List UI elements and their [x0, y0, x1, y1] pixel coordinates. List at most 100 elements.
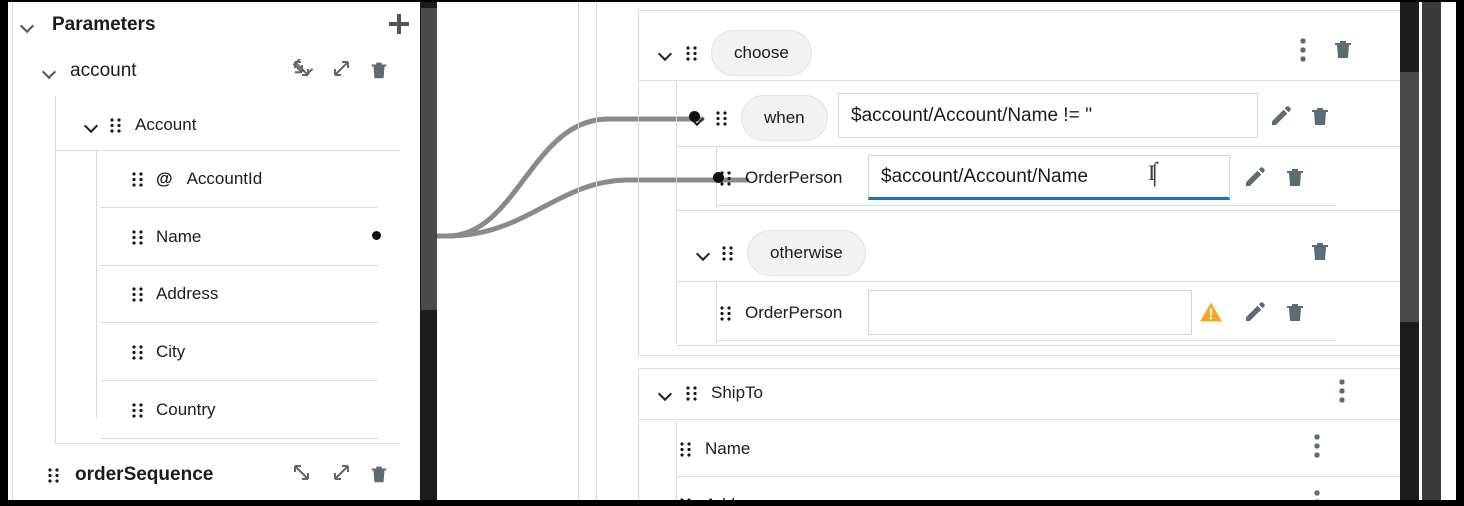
- add-parameter-button[interactable]: [386, 11, 412, 37]
- drag-handle-icon[interactable]: [720, 305, 731, 321]
- chevron-down-icon[interactable]: [696, 246, 710, 260]
- left-panel-scrollbar-thumb[interactable]: [421, 8, 437, 310]
- connector-target-dot-orderperson[interactable]: [713, 172, 724, 183]
- kebab-menu-icon[interactable]: [1314, 434, 1320, 458]
- tree-guide-children: [96, 150, 97, 418]
- tree-row-City[interactable]: City: [132, 323, 392, 381]
- attribute-icon: @: [156, 169, 173, 188]
- tree-row-choose[interactable]: choose: [658, 24, 1058, 82]
- orderperson-value-field[interactable]: $account/Account/Name: [868, 155, 1230, 200]
- parameter-row-account[interactable]: account: [42, 42, 382, 100]
- row-divider: [100, 380, 378, 381]
- drag-handle-icon[interactable]: [132, 171, 143, 187]
- delete-icon[interactable]: [366, 57, 392, 83]
- node-pill-otherwise[interactable]: otherwise: [747, 230, 866, 276]
- parameters-header[interactable]: Parameters: [20, 0, 410, 54]
- tree-row-AccountId[interactable]: @ AccountId: [132, 150, 392, 208]
- chevron-down-icon[interactable]: [658, 46, 672, 60]
- tree-row-when-orderperson[interactable]: OrderPerson: [715, 149, 995, 207]
- delete-icon[interactable]: [1307, 103, 1333, 129]
- parameter-name-account: account: [70, 60, 137, 81]
- row-divider: [716, 205, 1336, 206]
- drag-handle-icon[interactable]: [48, 467, 59, 483]
- chevron-down-icon[interactable]: [42, 64, 56, 78]
- row-divider: [638, 10, 1400, 11]
- tree-row-shipto[interactable]: ShipTo: [658, 364, 1058, 422]
- edit-icon[interactable]: [1242, 299, 1268, 325]
- drag-handle-icon[interactable]: [110, 117, 121, 133]
- tree-row-label: OrderPerson: [745, 303, 843, 322]
- drag-handle-icon[interactable]: [722, 245, 733, 261]
- tree-row-when[interactable]: when: [690, 89, 1090, 147]
- import-icon[interactable]: [289, 57, 315, 83]
- import-icon[interactable]: [289, 461, 315, 487]
- drag-handle-icon[interactable]: [132, 229, 143, 245]
- row-divider: [676, 345, 1400, 346]
- text-cursor-icon: ⌠I: [1148, 160, 1162, 185]
- drag-handle-icon[interactable]: [680, 441, 691, 457]
- connector-target-dot-when[interactable]: [689, 111, 700, 122]
- edit-icon[interactable]: [1242, 164, 1268, 190]
- otherwise-orderperson-value-field[interactable]: [868, 290, 1192, 335]
- delete-icon[interactable]: [1282, 299, 1308, 325]
- row-divider: [100, 265, 378, 266]
- tree-row-Country[interactable]: Country: [132, 381, 392, 439]
- connector-links: [437, 116, 750, 239]
- drag-handle-icon[interactable]: [720, 170, 731, 186]
- drag-handle-icon[interactable]: [716, 110, 727, 126]
- row-divider: [676, 210, 1400, 211]
- drag-handle-icon[interactable]: [686, 45, 697, 61]
- drag-handle-icon[interactable]: [132, 402, 143, 418]
- row-divider: [638, 355, 1400, 356]
- tree-row-otherwise[interactable]: otherwise: [696, 224, 1096, 282]
- drag-handle-icon[interactable]: [132, 286, 143, 302]
- chevron-down-icon[interactable]: [20, 18, 34, 32]
- tree-row-Name[interactable]: Name: [132, 208, 392, 266]
- tree-row-label: AccountId: [186, 169, 263, 188]
- parameter-row-orderSequence[interactable]: orderSequence: [48, 446, 348, 500]
- row-divider: [638, 368, 1400, 369]
- right-inner-scrollbar-thumb[interactable]: [1422, 2, 1441, 500]
- export-icon[interactable]: [328, 57, 354, 83]
- row-divider: [55, 443, 400, 444]
- page-title: Parameters: [52, 14, 156, 35]
- kebab-menu-icon[interactable]: [1300, 38, 1306, 62]
- window-frame-left: [0, 0, 8, 506]
- chevron-down-icon[interactable]: [84, 118, 98, 132]
- tree-guide-otherwise-branch: [676, 212, 677, 344]
- tree-row-label: OrderPerson: [745, 168, 843, 187]
- delete-icon[interactable]: [366, 461, 392, 487]
- tree-row-label: ShipTo: [711, 383, 763, 402]
- drag-handle-icon[interactable]: [686, 385, 697, 401]
- plus-icon: [389, 14, 409, 34]
- tree-row-otherwise-orderperson[interactable]: OrderPerson: [715, 284, 995, 342]
- node-pill-when[interactable]: when: [741, 95, 828, 141]
- drag-handle-icon[interactable]: [132, 344, 143, 360]
- row-divider: [676, 476, 1400, 477]
- export-icon[interactable]: [328, 461, 354, 487]
- delete-icon[interactable]: [1307, 238, 1333, 264]
- delete-icon[interactable]: [1282, 164, 1308, 190]
- connector-source-dot[interactable]: [372, 231, 381, 240]
- warning-icon[interactable]: [1198, 299, 1224, 325]
- when-condition-field[interactable]: $account/Account/Name != '': [838, 93, 1258, 138]
- kebab-menu-icon[interactable]: [1314, 490, 1320, 500]
- tree-row-shipto-address[interactable]: Address: [675, 476, 975, 500]
- delete-icon[interactable]: [1330, 36, 1356, 62]
- parameters-panel: Parameters account: [8, 0, 420, 500]
- edit-icon[interactable]: [1268, 103, 1294, 129]
- drag-handle-icon[interactable]: [680, 497, 691, 500]
- tree-row-shipto-name[interactable]: Name: [675, 420, 975, 478]
- right-outer-scrollbar-thumb[interactable]: [1400, 72, 1419, 322]
- tree-row-Account[interactable]: Account: [84, 96, 384, 154]
- tree-guide-level1: [596, 0, 597, 500]
- tree-guide-level2b: [638, 368, 639, 500]
- row-divider: [55, 150, 400, 151]
- node-pill-choose[interactable]: choose: [711, 30, 812, 76]
- row-divider: [676, 146, 1400, 147]
- tree-row-Address[interactable]: Address: [132, 265, 392, 323]
- row-divider: [100, 438, 378, 439]
- kebab-menu-icon[interactable]: [1339, 379, 1345, 403]
- chevron-down-icon[interactable]: [658, 386, 672, 400]
- row-divider: [100, 322, 378, 323]
